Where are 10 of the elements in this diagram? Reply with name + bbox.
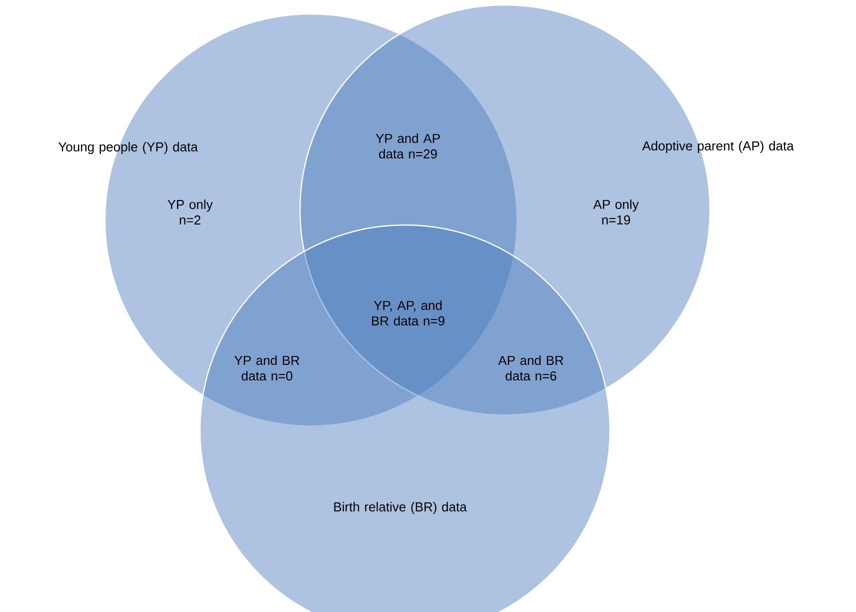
venn-circle bbox=[199, 224, 611, 612]
region-label: AP only n=19 bbox=[593, 199, 639, 225]
region-label: YP, AP, and BR data n=9 bbox=[372, 300, 444, 326]
region-label: YP and BR data n=0 bbox=[234, 355, 300, 381]
region-label: YP only n=2 bbox=[168, 200, 213, 224]
region-label: AP and BR data n=6 bbox=[498, 355, 564, 381]
circle-title: Young people (YP) data bbox=[58, 142, 198, 154]
circle-title: Adoptive parent (AP) data bbox=[642, 140, 794, 154]
circle-title: Birth relative (BR) data bbox=[334, 502, 467, 514]
region-label: YP and AP data n=29 bbox=[376, 133, 440, 159]
